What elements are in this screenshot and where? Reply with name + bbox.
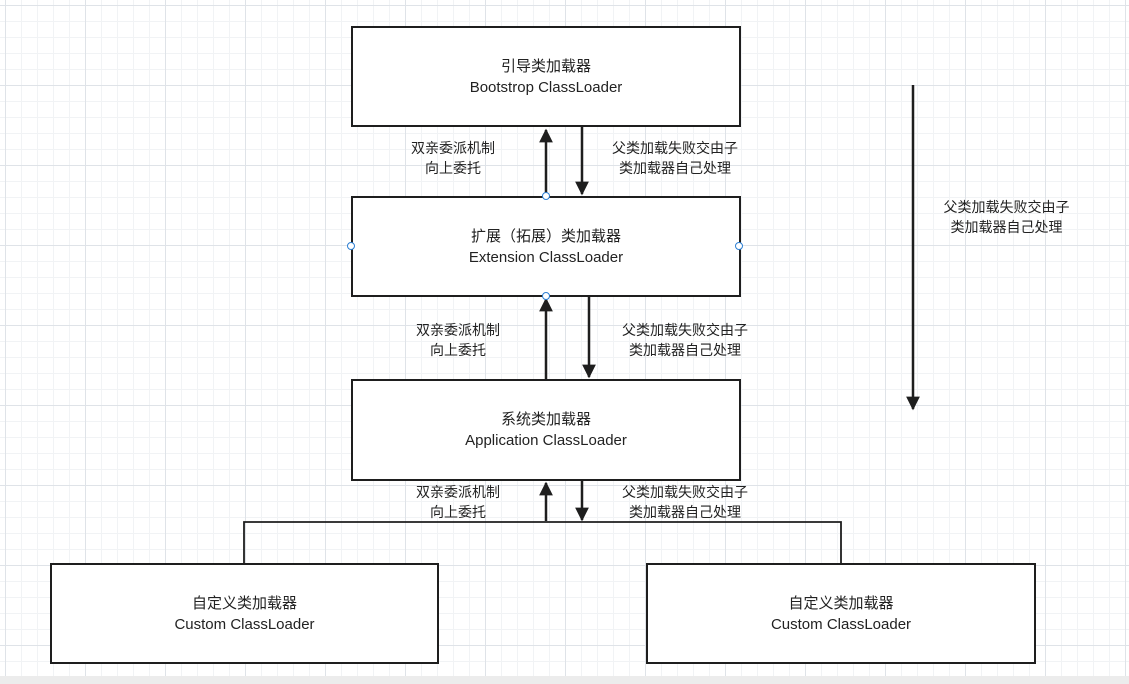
resize-handle-bottom[interactable] (542, 292, 550, 300)
bottom-edge-strip (0, 676, 1129, 684)
resize-handle-right[interactable] (735, 242, 743, 250)
edge-label-fallback-down-1: 父类加载失败交由子类加载器自己处理 (612, 140, 738, 176)
edge-label-fallback-down-2: 父类加载失败交由子类加载器自己处理 (622, 322, 748, 358)
custom-right-title-en: Custom ClassLoader (770, 615, 912, 633)
resize-handle-left[interactable] (347, 242, 355, 250)
application-title-cn: 系统类加载器 (500, 411, 591, 428)
resize-handle-top[interactable] (542, 192, 550, 200)
bootstrap-classloader-box[interactable]: 引导类加载器 Bootstrop ClassLoader (351, 26, 741, 127)
extension-title-cn: 扩展（拓展）类加载器 (470, 227, 621, 245)
application-title-en: Application ClassLoader (465, 432, 627, 449)
application-classloader-box[interactable]: 系统类加载器 Application ClassLoader (351, 379, 741, 481)
custom-left-title-en: Custom ClassLoader (174, 615, 315, 633)
bootstrap-title-en: Bootstrop ClassLoader (469, 78, 623, 96)
edge-label-delegate-up-1: 双亲委派机制向上委托 (411, 140, 495, 176)
custom-classloader-left-box[interactable]: 自定义类加载器 Custom ClassLoader (50, 563, 439, 664)
custom-bracket (243, 521, 842, 565)
edge-label-delegate-up-2: 双亲委派机制向上委托 (416, 322, 500, 358)
extension-classloader-box[interactable]: 扩展（拓展）类加载器 Extension ClassLoader (351, 196, 741, 297)
custom-classloader-right-box[interactable]: 自定义类加载器 Custom ClassLoader (646, 563, 1036, 664)
edge-label-fallback-down-3: 父类加载失败交由子类加载器自己处理 (622, 484, 748, 520)
bootstrap-title-cn: 引导类加载器 (500, 57, 591, 75)
edge-label-delegate-up-3: 双亲委派机制向上委托 (416, 484, 500, 520)
extension-title-en: Extension ClassLoader (468, 248, 624, 266)
custom-left-title-cn: 自定义类加载器 (191, 594, 297, 612)
custom-right-title-cn: 自定义类加载器 (788, 594, 894, 612)
side-label-fallback: 父类加载失败交由子类加载器自己处理 (943, 199, 1070, 235)
